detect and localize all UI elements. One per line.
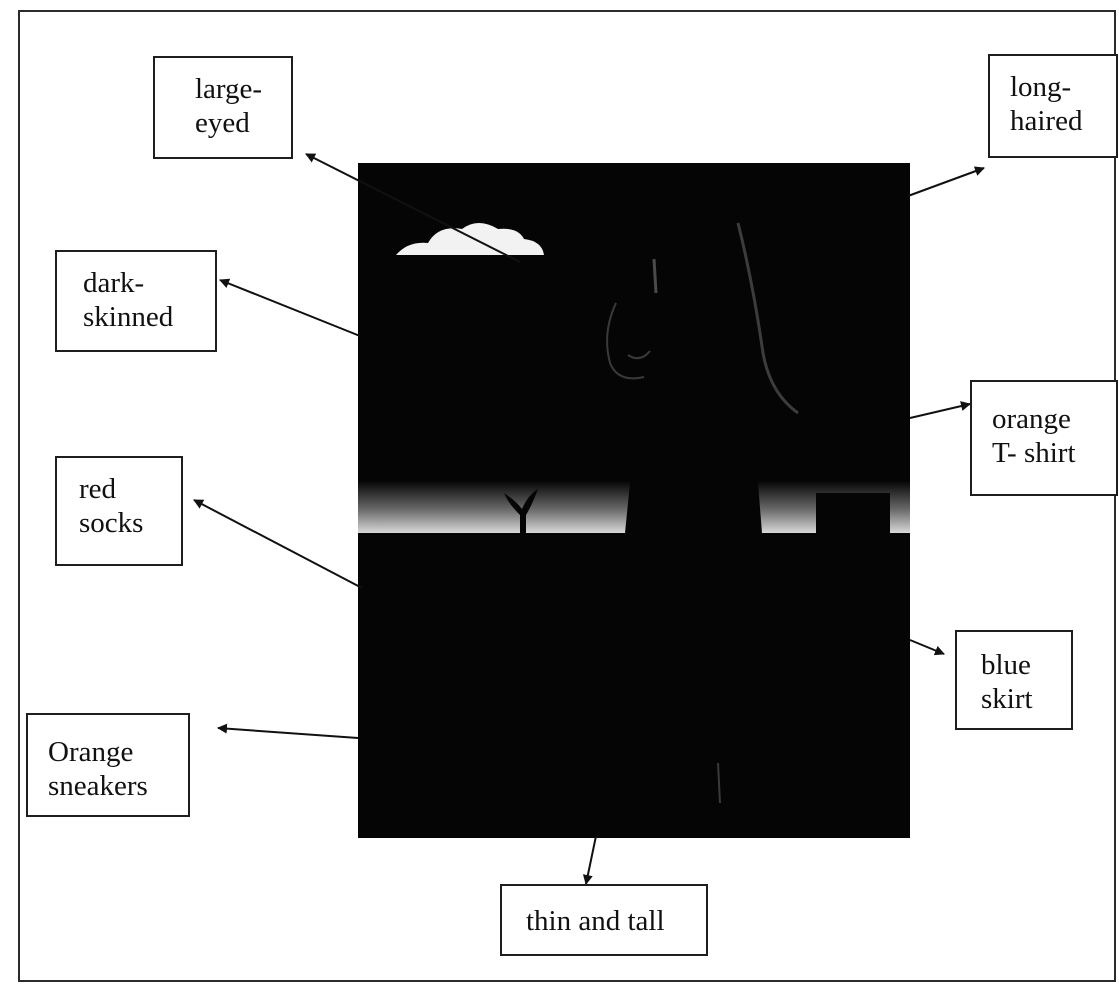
label-blue-skirt-line1: blue	[981, 648, 1071, 682]
illustration-svg	[358, 163, 910, 838]
label-long-haired: long- haired	[988, 54, 1118, 158]
label-orange-tshirt-line1: orange	[992, 402, 1116, 436]
label-long-haired-line1: long-	[1010, 70, 1116, 104]
label-orange-tshirt: orange T- shirt	[970, 380, 1118, 496]
label-orange-tshirt-line2: T- shirt	[992, 436, 1116, 470]
label-thin-and-tall-line1: thin and tall	[526, 904, 706, 938]
label-blue-skirt-line2: skirt	[981, 682, 1071, 716]
label-orange-sneakers-line2: sneakers	[48, 769, 188, 803]
label-dark-skinned: dark- skinned	[55, 250, 217, 352]
label-long-haired-line2: haired	[1010, 104, 1116, 138]
label-red-socks-line2: socks	[79, 506, 181, 540]
right-post	[816, 493, 890, 563]
face-highlight	[654, 259, 656, 293]
label-large-eyed: large- eyed	[153, 56, 293, 159]
ground	[358, 583, 910, 838]
label-orange-sneakers: Orange sneakers	[26, 713, 190, 817]
label-dark-skinned-line2: skinned	[83, 300, 215, 334]
label-red-socks: red socks	[55, 456, 183, 566]
label-dark-skinned-line1: dark-	[83, 266, 215, 300]
label-orange-sneakers-line1: Orange	[48, 735, 188, 769]
label-red-socks-line1: red	[79, 472, 181, 506]
label-large-eyed-line2: eyed	[195, 106, 291, 140]
label-thin-and-tall: thin and tall	[500, 884, 708, 956]
label-blue-skirt: blue skirt	[955, 630, 1073, 730]
silhouette-illustration	[358, 163, 910, 838]
label-large-eyed-line1: large-	[195, 72, 291, 106]
